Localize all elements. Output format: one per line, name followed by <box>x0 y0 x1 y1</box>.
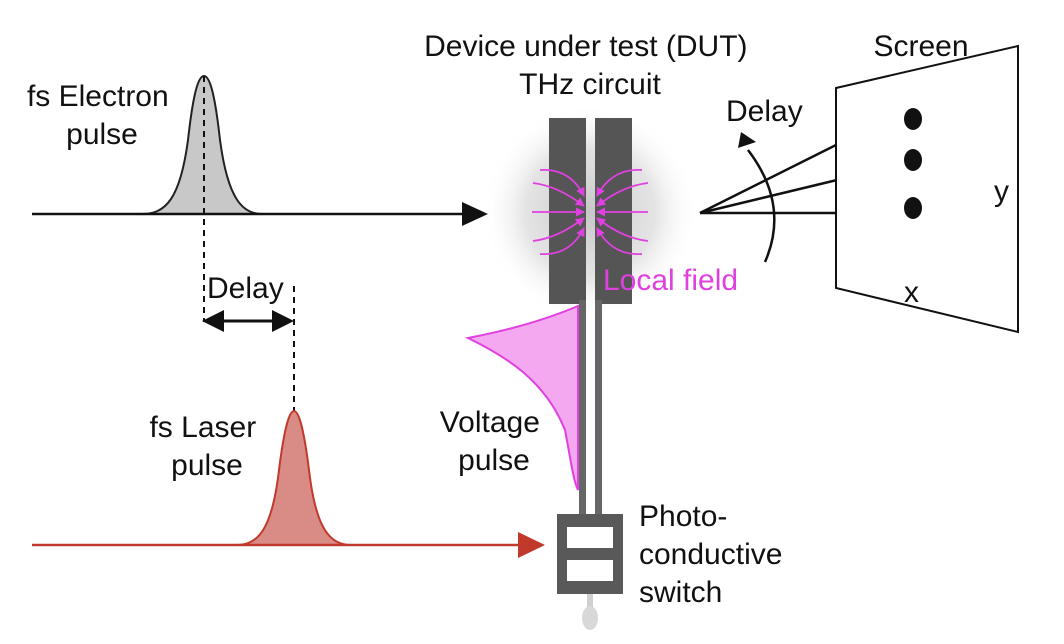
switch-gap-upper <box>567 527 613 548</box>
screen-spot-bottom <box>904 197 922 219</box>
local-field-lines <box>532 169 649 255</box>
delay-label: Delay <box>207 272 284 305</box>
transmission-line-left <box>579 300 586 516</box>
delay-arrowhead-right <box>272 310 294 332</box>
delay-sweep-arrow <box>747 149 776 263</box>
switch-lead <box>587 594 593 610</box>
electron-beam-arrowhead <box>462 202 488 226</box>
voltage-pulse-label: Voltage pulse <box>440 406 548 477</box>
screen-label: Screen <box>873 30 968 63</box>
delay-arrowhead-left <box>202 310 224 332</box>
delay-sweep-label: Delay <box>726 95 803 128</box>
switch-gap-lower <box>567 560 613 581</box>
detector-screen <box>835 44 1019 334</box>
photoconductive-switch-body <box>557 514 623 594</box>
screen-y-axis-label: y <box>994 175 1009 208</box>
switch-lead-end <box>582 606 598 630</box>
laser-pulse-label: fs Laser pulse <box>149 411 264 482</box>
dut-title: Device under test (DUT) THz circuit <box>424 30 756 101</box>
transmission-line-right <box>595 300 602 516</box>
laser-beam-arrowhead <box>518 532 545 558</box>
screen-x-axis-label: x <box>904 276 919 309</box>
switch-label: Photo- conductive switch <box>639 500 791 609</box>
voltage-pulse-shape <box>464 304 579 491</box>
screen-spot-middle <box>904 149 922 171</box>
dut-halo <box>482 104 698 320</box>
screen-spot-top <box>904 108 922 130</box>
delay-sweep-arrowhead <box>738 132 756 148</box>
electron-pulse-label: fs Electron pulse <box>27 80 177 151</box>
local-field-label: Local field <box>603 264 738 297</box>
laser-pulse-shape <box>235 409 353 546</box>
dut-left-electrode <box>549 118 586 304</box>
